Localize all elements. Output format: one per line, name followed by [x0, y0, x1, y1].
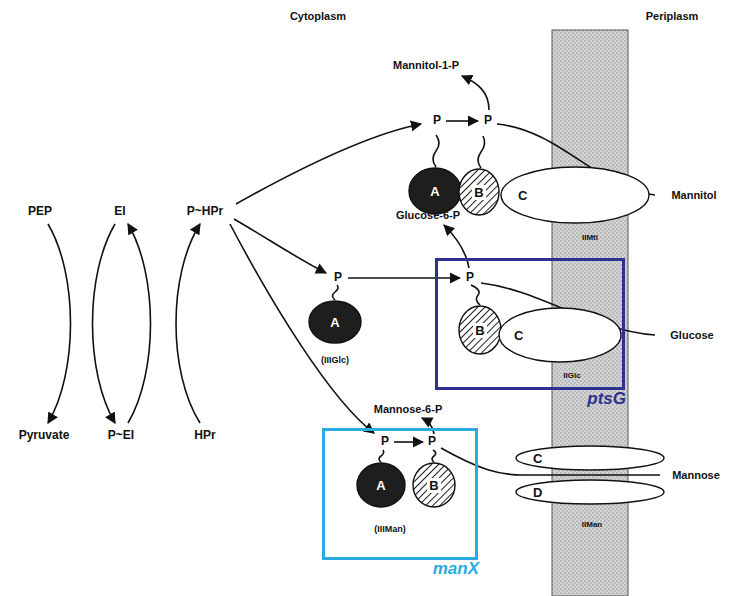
phosphoryl-arrow — [230, 224, 374, 433]
complex-label: (IIIGlc) — [321, 356, 349, 366]
reaction-arc — [48, 224, 71, 423]
domain-letter: C — [514, 329, 523, 342]
phosphate-label: P — [466, 271, 474, 284]
product-arrow — [422, 418, 434, 434]
metabolite-label: Mannose — [672, 469, 720, 481]
phosphoryl-arrow — [446, 120, 478, 122]
domain-letter: A — [330, 316, 339, 329]
domain-letter: B — [427, 478, 440, 493]
complex-label: (IIIMan) — [374, 525, 406, 535]
phosphoryl-arrow — [236, 124, 421, 204]
complex-label: IIMan — [582, 521, 602, 530]
linker — [478, 136, 485, 168]
gene-box: ptsGBC — [435, 258, 625, 390]
linker — [471, 285, 480, 305]
enzyme-b-domain: B — [458, 305, 502, 355]
linker — [379, 450, 384, 462]
domain-letter: C — [518, 189, 527, 202]
membrane-c-domain: C — [515, 445, 665, 471]
metabolite-label: Pyruvate — [19, 429, 70, 442]
compartment-label: Periplasm — [646, 10, 699, 22]
domain-letter: B — [473, 323, 486, 338]
phosphate-label: P — [428, 435, 436, 448]
phosphate-label: P — [484, 114, 492, 127]
metabolite-label: Glucose-6-P — [396, 209, 460, 221]
linker — [333, 285, 339, 300]
reaction-arc — [176, 224, 200, 423]
enzyme-b-domain: B — [458, 168, 500, 216]
phosphoryl-arrow — [348, 277, 460, 279]
protein-label: P~HPr — [187, 205, 223, 218]
linker — [433, 135, 439, 167]
product-arrow — [462, 76, 489, 110]
phosphate-label: P — [381, 435, 389, 448]
linker — [432, 450, 436, 462]
metabolite-label: Mannose-6-P — [374, 403, 442, 415]
metabolite-label: Mannitol-1-P — [393, 59, 459, 71]
metabolite-label: PEP — [28, 205, 52, 218]
metabolite-label: Glucose — [670, 329, 713, 341]
membrane-c-domain: C — [498, 307, 622, 363]
domain-letter: B — [472, 185, 485, 200]
enzyme-a-domain: A — [308, 300, 362, 344]
phosphate-label: P — [433, 114, 441, 127]
reaction-arc — [128, 224, 151, 423]
domain-letter: D — [533, 486, 542, 499]
phosphate-label: P — [334, 271, 342, 284]
membrane-d-domain: D — [515, 479, 665, 505]
protein-label: P~EI — [108, 429, 134, 442]
reaction-arc — [93, 224, 116, 423]
gene-name: ptsG — [587, 389, 626, 409]
complex-label: IIMtl — [582, 234, 598, 243]
protein-label: EI — [114, 205, 125, 218]
phosphoryl-arrow — [394, 441, 423, 443]
domain-letter: A — [376, 479, 385, 492]
membrane-c-domain: C — [500, 166, 650, 224]
enzyme-b-domain: B — [412, 462, 456, 508]
metabolite-label: Mannitol — [671, 189, 716, 201]
domain-letter: C — [533, 452, 542, 465]
gene-box: manXAB — [322, 428, 478, 560]
phosphoryl-arrow — [234, 219, 326, 273]
enzyme-a-domain: A — [356, 462, 406, 508]
protein-label: HPr — [194, 429, 215, 442]
enzyme-a-domain: A — [408, 167, 462, 215]
gene-name: manX — [433, 559, 479, 579]
compartment-label: Cytoplasm — [290, 10, 346, 22]
complex-label: IIGlc — [563, 372, 580, 381]
product-arrow — [444, 225, 469, 268]
domain-letter: A — [430, 185, 439, 198]
